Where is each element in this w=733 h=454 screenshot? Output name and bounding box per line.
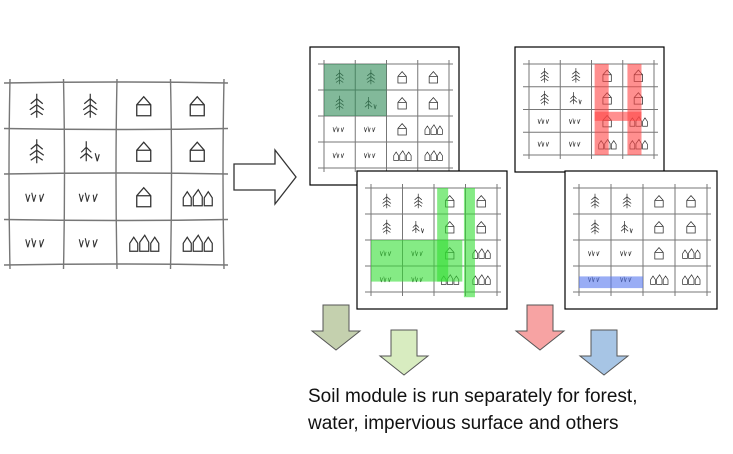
panels-layer <box>3 46 718 310</box>
house-icon <box>189 141 205 162</box>
grid-line <box>3 81 229 84</box>
panel-grid <box>573 183 711 296</box>
down-arrow-water-icon <box>578 329 630 376</box>
grid-line <box>115 78 118 270</box>
tree-icon <box>82 93 98 119</box>
transform-arrow-icon <box>233 148 297 206</box>
panel-water <box>564 170 718 310</box>
down-arrow-others-icon <box>378 329 430 376</box>
down-arrow-impervious-icon <box>514 304 566 351</box>
houses-icon <box>129 234 160 252</box>
arrows-layer <box>310 304 630 376</box>
grass-icon <box>25 192 45 203</box>
highlight-impervious <box>594 64 609 155</box>
panel-grid <box>523 60 658 159</box>
grass-icon <box>25 237 45 248</box>
grid-line <box>222 78 225 270</box>
grass-icon <box>78 237 98 248</box>
house-icon <box>136 141 152 162</box>
house-icon <box>189 96 205 117</box>
houses-icon <box>182 234 213 252</box>
land-cover-sketch <box>3 78 229 270</box>
highlight-others <box>371 240 434 282</box>
tree-icon <box>29 138 45 164</box>
grass-icon <box>78 192 98 203</box>
highlight-others <box>437 188 449 282</box>
caption-line-2: water, impervious surface and others <box>308 413 619 434</box>
houses-icon <box>182 189 213 207</box>
highlight-impervious <box>627 64 642 155</box>
grid-line <box>3 263 229 266</box>
highlight-water <box>579 276 643 289</box>
grid-line <box>3 218 229 222</box>
highlight-others <box>463 188 475 298</box>
tree-grass-icon <box>79 140 100 162</box>
caption: Soil module is run separately for forest… <box>308 383 728 437</box>
panel-impervious <box>514 46 665 173</box>
down-arrow-forest-icon <box>310 304 362 351</box>
caption-line-1: Soil module is run separately for forest… <box>308 386 638 407</box>
grid-line <box>62 78 66 270</box>
panel-others <box>356 170 508 310</box>
house-icon <box>136 96 152 117</box>
highlight-others <box>434 240 463 282</box>
tree-icon <box>29 93 45 119</box>
panel-forest <box>309 46 460 186</box>
highlight-forest <box>324 64 387 116</box>
highlight-impervious <box>594 111 642 121</box>
house-icon <box>136 187 152 208</box>
grid-line <box>169 78 173 270</box>
